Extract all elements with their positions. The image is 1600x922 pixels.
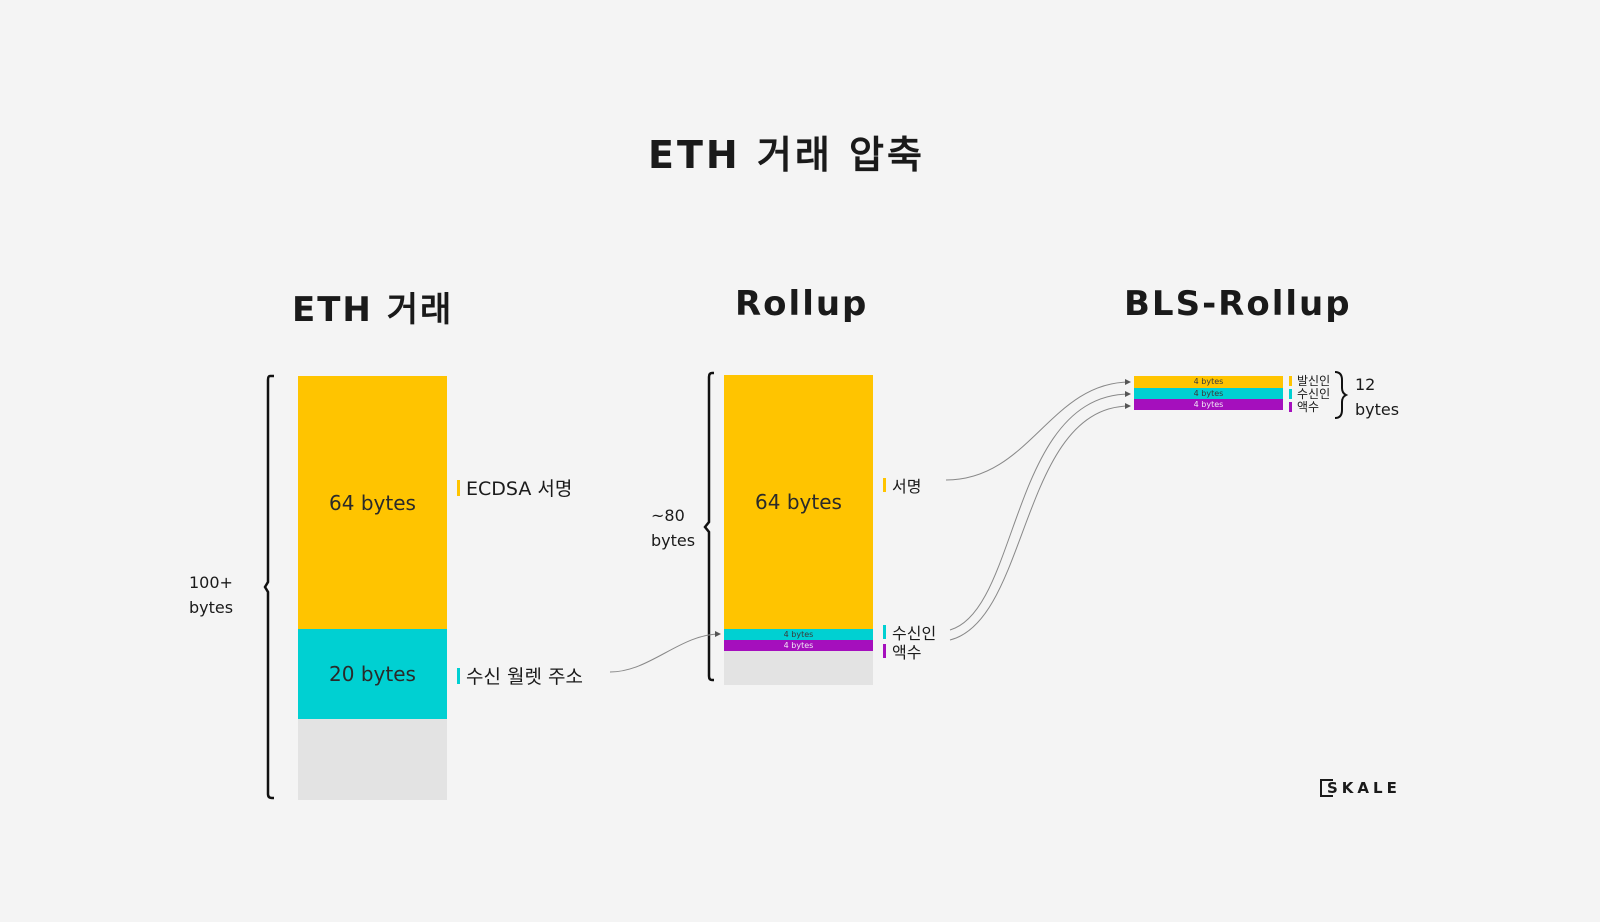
bls-size-value: 12: [1355, 375, 1376, 394]
connector-amount-to-bls-amount: [949, 403, 1131, 641]
skale-logo-text: SKALE: [1327, 779, 1401, 797]
rollup-receiver-segment: 4 bytes: [724, 629, 873, 640]
eth-size-bracket: [263, 374, 274, 800]
rollup-bar: 64 bytes 4 bytes 4 bytes: [724, 375, 873, 685]
diagram-title: ETH 거래 압축: [648, 133, 925, 177]
bls-sender-segment-label: 4 bytes: [1193, 377, 1224, 386]
rollup-signature-segment: 64 bytes: [724, 375, 873, 629]
connector-signature-to-bls-sender: [945, 379, 1131, 481]
bls-sender-legend-text: 발신인: [1297, 374, 1331, 388]
bls-rollup-bar: 4 bytes 4 bytes 4 bytes: [1134, 376, 1283, 411]
rollup-amount-legend-text: 액수: [892, 643, 922, 662]
bls-size-label: 12 bytes: [1355, 372, 1399, 422]
rollup-signature-legend-swatch: [883, 478, 886, 492]
rollup-signature-segment-label: 64 bytes: [755, 490, 842, 514]
eth-signature-legend-text: ECDSA 서명: [466, 478, 573, 500]
bls-receiver-legend-text: 수신인: [1297, 387, 1331, 401]
rollup-receiver-segment-label: 4 bytes: [783, 629, 814, 639]
connector-receiver-eth-to-rollup: [609, 631, 721, 673]
rollup-amount-segment: 4 bytes: [724, 640, 873, 651]
bls-amount-legend-swatch: [1289, 402, 1292, 412]
rollup-size-label: ~80 bytes: [651, 503, 695, 553]
eth-signature-segment: 64 bytes: [298, 376, 447, 629]
eth-bar: 64 bytes 20 bytes: [298, 376, 447, 800]
eth-signature-legend: ECDSA 서명: [457, 474, 572, 501]
skale-logo-mark: [1320, 779, 1333, 797]
eth-signature-legend-swatch: [457, 479, 460, 496]
rollup-receiver-legend: 수신인: [883, 620, 936, 644]
eth-size-label: 100+ bytes: [189, 570, 233, 620]
bls-amount-segment: 4 bytes: [1134, 399, 1283, 410]
connector-receiver-to-bls-receiver: [949, 391, 1131, 631]
rollup-signature-legend: 서명: [883, 473, 921, 497]
rollup-amount-segment-label: 4 bytes: [783, 640, 814, 650]
bls-size-unit: bytes: [1355, 400, 1400, 419]
eth-column-title: ETH 거래: [292, 290, 454, 330]
rollup-size-bracket: [703, 371, 714, 682]
eth-size-unit: bytes: [189, 598, 234, 617]
eth-receiver-legend-swatch: [457, 667, 460, 684]
rollup-size-unit: bytes: [651, 531, 696, 550]
eth-receiver-legend-text: 수신 월렛 주소: [466, 666, 583, 688]
bls-rollup-column-title: BLS-Rollup: [1124, 284, 1352, 324]
rollup-receiver-legend-text: 수신인: [892, 624, 937, 643]
bls-receiver-legend-swatch: [1289, 389, 1292, 399]
rollup-amount-legend: 액수: [883, 639, 921, 663]
rollup-signature-legend-text: 서명: [892, 477, 922, 496]
bls-amount-legend: 액수: [1289, 401, 1319, 413]
bls-receiver-legend: 수신인: [1289, 388, 1330, 400]
bls-size-bracket: [1334, 371, 1349, 419]
bls-sender-legend: 발신인: [1289, 375, 1330, 387]
eth-signature-segment-label: 64 bytes: [329, 490, 416, 515]
rollup-receiver-legend-swatch: [883, 625, 886, 639]
eth-receiver-segment-label: 20 bytes: [329, 662, 416, 686]
eth-receiver-segment: 20 bytes: [298, 629, 447, 719]
rollup-size-value: ~80: [651, 506, 685, 525]
bls-sender-segment: 4 bytes: [1134, 376, 1283, 388]
bls-receiver-segment: 4 bytes: [1134, 388, 1283, 399]
bls-sender-legend-swatch: [1289, 376, 1292, 386]
bls-amount-segment-label: 4 bytes: [1193, 399, 1224, 409]
skale-logo: SKALE: [1320, 779, 1401, 797]
bls-amount-legend-text: 액수: [1297, 400, 1320, 414]
eth-receiver-legend: 수신 월렛 주소: [457, 662, 583, 689]
bls-receiver-segment-label: 4 bytes: [1193, 388, 1224, 398]
rollup-column-title: Rollup: [735, 284, 869, 324]
eth-size-value: 100+: [189, 573, 233, 592]
rollup-amount-legend-swatch: [883, 644, 886, 658]
